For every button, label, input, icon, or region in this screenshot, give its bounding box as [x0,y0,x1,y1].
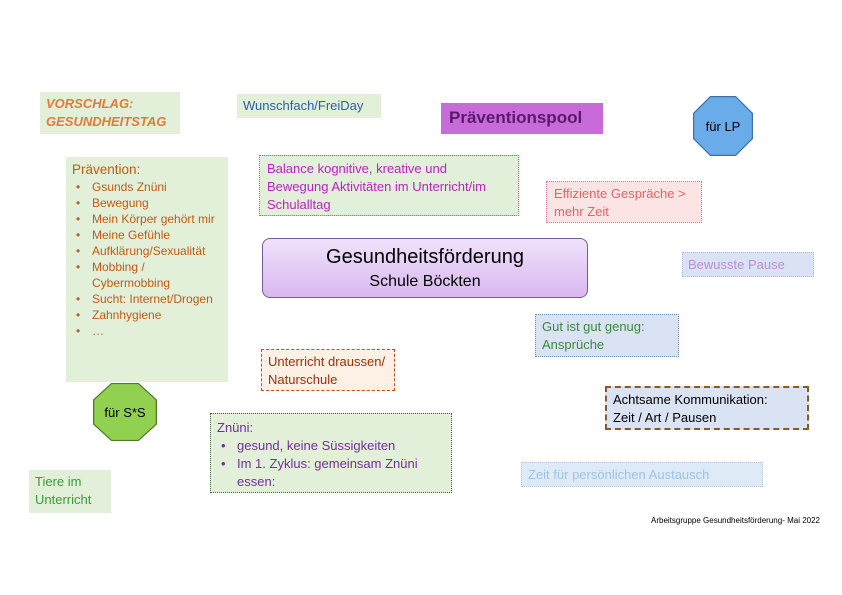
balance-box: Balance kognitive, kreative und Bewegung… [259,155,519,216]
praevention-title: Prävention: [72,162,141,177]
wunschfach-box: Wunschfach/FreiDay [237,94,381,118]
list-item: Aufklärung/Sexualität [72,243,222,259]
tiere-line1: Tiere im [35,474,82,489]
znueni-title: Znüni: [217,420,254,435]
list-item: Bewegung [72,195,222,211]
vorschlag-box: VORSCHLAG: GESUNDHEITSTAG [40,92,180,134]
achtsame-box: Achtsame Kommunikation: Zeit / Art / Pau… [605,386,809,430]
list-item: Sucht: Internet/Drogen [72,291,222,307]
bewusste-pause-box: Bewusste Pause [682,252,814,277]
achtsame-line2: Zeit / Art / Pausen [613,410,717,425]
list-item: gesund, keine Süssigkeiten [217,437,445,455]
gut-ist-gut-line1: Gut ist gut genug: [542,319,645,334]
list-item: … [72,323,222,339]
vorschlag-line1: VORSCHLAG: [46,96,134,111]
center-title: Gesundheitsförderung [326,246,524,268]
tiere-box: Tiere im Unterricht [29,470,111,513]
unterricht-draussen-line2: Naturschule [268,372,338,387]
praevention-box: Prävention: Gsunds Znüni Bewegung Mein K… [66,157,228,382]
znueni-box: Znüni: gesund, keine Süssigkeiten Im 1. … [210,413,452,493]
list-item: Meine Gefühle [72,227,222,243]
balance-line2: Bewegung Aktivitäten im Unterricht/im [267,179,486,194]
unterricht-draussen-box: Unterricht draussen/ Naturschule [261,349,395,391]
list-item: Gsunds Znüni [72,179,222,195]
zeit-austausch-box: Zeit für persönlichen Austausch [521,462,763,487]
footer-label: Arbeitsgruppe Gesundheitsförderung- Mai … [651,516,820,525]
effiziente-box: Effiziente Gespräche > mehr Zeit [546,181,702,223]
bewusste-pause-label: Bewusste Pause [688,257,785,272]
tiere-line2: Unterricht [35,492,92,507]
center-subtitle: Schule Böckten [369,273,481,290]
fuer-lp-octagon: für LP [693,96,753,156]
achtsame-line1: Achtsame Kommunikation: [613,392,768,407]
effiziente-line2: mehr Zeit [554,204,609,219]
balance-line1: Balance kognitive, kreative und [267,161,447,176]
octagon-shape-icon [693,96,753,156]
list-item: Mobbing / Cybermobbing [72,259,222,291]
vorschlag-line2: GESUNDHEITSTAG [46,114,167,129]
list-item: Mein Körper gehört mir [72,211,222,227]
zeit-austausch-label: Zeit für persönlichen Austausch [528,467,710,482]
wunschfach-label: Wunschfach/FreiDay [243,98,364,113]
praevention-list: Gsunds Znüni Bewegung Mein Körper gehört… [72,179,222,339]
octagon-shape-icon [93,383,157,441]
list-item: Im 1. Zyklus: gemeinsam Znüni essen: [217,455,445,491]
gut-ist-gut-line2: Ansprüche [542,337,605,352]
fuer-ss-octagon: für S*S [93,383,157,441]
footer-text: Arbeitsgruppe Gesundheitsförderung- Mai … [620,515,820,529]
fuer-lp-label: für LP [705,118,741,134]
list-item: Zahnhygiene [72,307,222,323]
unterricht-draussen-line1: Unterricht draussen/ [268,354,386,369]
gut-ist-gut-box: Gut ist gut genug: Ansprüche [535,314,679,357]
balance-line3: Schulalltag [267,197,331,212]
praeventionspool-label: Präventionspool [449,108,583,127]
effiziente-line1: Effiziente Gespräche > [554,186,686,201]
fuer-ss-label: für S*S [104,404,146,420]
znueni-list: gesund, keine Süssigkeiten Im 1. Zyklus:… [217,437,445,491]
center-box: Gesundheitsförderung Schule Böckten [262,238,588,298]
praeventionspool-box: Präventionspool [441,103,603,134]
